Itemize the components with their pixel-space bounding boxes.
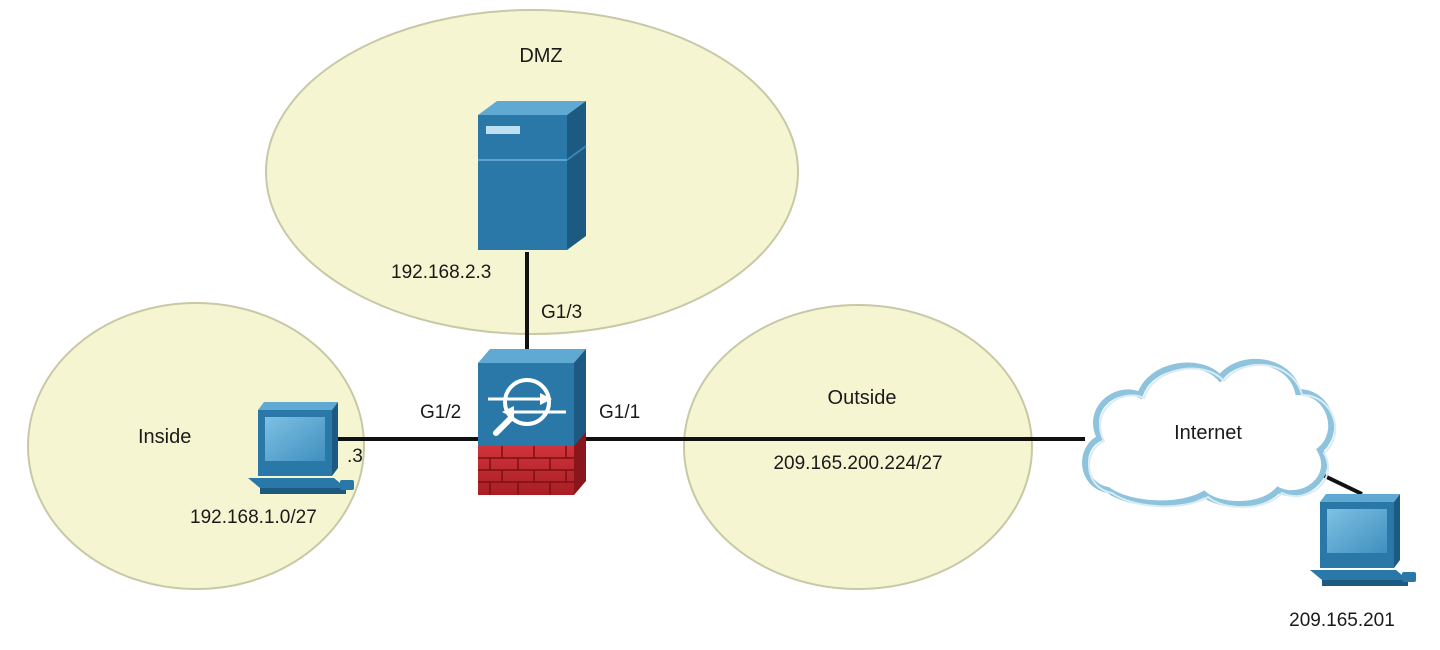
workstation-icon bbox=[248, 402, 354, 494]
internet-cloud-label: Internet bbox=[1174, 422, 1242, 444]
interface-g12-label: G1/2 bbox=[420, 402, 461, 423]
internet-host-address: 209.165.201 bbox=[1289, 610, 1395, 631]
cloud-icon bbox=[1082, 359, 1337, 508]
interface-g13-label: G1/3 bbox=[541, 302, 582, 323]
dmz-server-address: 192.168.2.3 bbox=[391, 262, 491, 283]
workstation-icon bbox=[1310, 494, 1416, 586]
server-icon bbox=[478, 101, 587, 250]
firewall-icon bbox=[478, 349, 586, 495]
dmz-zone-label: DMZ bbox=[519, 45, 562, 67]
outside-network-address: 209.165.200.224/27 bbox=[773, 453, 942, 474]
outside-zone-label: Outside bbox=[828, 387, 897, 409]
inside-network-address: 192.168.1.0/27 bbox=[190, 507, 317, 528]
interface-g11-label: G1/1 bbox=[599, 402, 640, 423]
inside-zone bbox=[27, 302, 365, 590]
outside-zone bbox=[683, 304, 1033, 590]
inside-host-suffix: .3 bbox=[347, 446, 363, 467]
inside-zone-label: Inside bbox=[138, 426, 191, 448]
